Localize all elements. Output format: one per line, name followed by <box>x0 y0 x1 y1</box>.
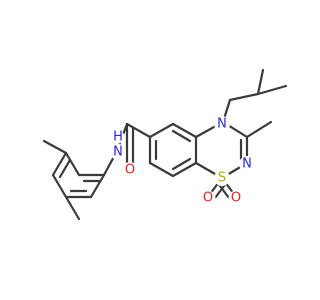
wipe-amide-h <box>111 130 125 144</box>
bond-c3-methyl <box>245 120 273 139</box>
label-wipes <box>110 116 255 206</box>
bond-ar-4-5 <box>51 173 68 199</box>
atom-sulfur: S <box>218 171 226 186</box>
atom-imine-nitrogen: N <box>242 157 252 172</box>
atom-amide-nitrogen: N <box>113 145 123 160</box>
bond-c5-c6 <box>148 122 175 139</box>
atom-labels: N N S O O H N O <box>113 117 252 206</box>
wipe-amide-n <box>110 144 126 160</box>
molecule-structure: N N S O O H N O <box>42 68 288 221</box>
bond-ar-5-me <box>64 195 81 221</box>
wipe-sulfur <box>214 170 230 186</box>
bond-ar-6-1 <box>89 173 106 199</box>
bond-ch-ch3-top <box>256 68 265 96</box>
atom-amide-hydrogen: H <box>113 130 123 145</box>
wipe-carbonyl-o <box>122 162 138 178</box>
atom-sulfonyl-oxygen-left: O <box>203 191 213 206</box>
atom-ring-nitrogen: N <box>217 117 227 132</box>
bond-ch2-ch <box>228 92 260 102</box>
wipe-o-right <box>228 190 244 206</box>
wipe-o-left <box>200 190 216 206</box>
atom-sulfonyl-oxygen-right: O <box>231 191 241 206</box>
bond-ch-ch3-right <box>256 84 288 96</box>
bond-c8-c8a-inner <box>171 157 192 171</box>
bond-ar-3-me <box>42 139 68 155</box>
bond-ar-2-3 <box>64 151 81 177</box>
bond-ar-3-4 <box>51 151 68 177</box>
bond-ar-3-4-inner <box>58 158 72 179</box>
bond-layer <box>42 68 288 221</box>
bond-c8-c8a <box>171 161 198 178</box>
wipe-imine-n <box>239 156 255 172</box>
wipe-ring-n <box>214 116 230 132</box>
bond-c7-c8 <box>148 161 175 178</box>
atom-carbonyl-oxygen: O <box>125 163 135 178</box>
bond-c4a-c5-inner <box>171 129 192 143</box>
bond-c7-carbonyl <box>125 122 152 139</box>
bond-c4a-c5 <box>171 122 198 139</box>
